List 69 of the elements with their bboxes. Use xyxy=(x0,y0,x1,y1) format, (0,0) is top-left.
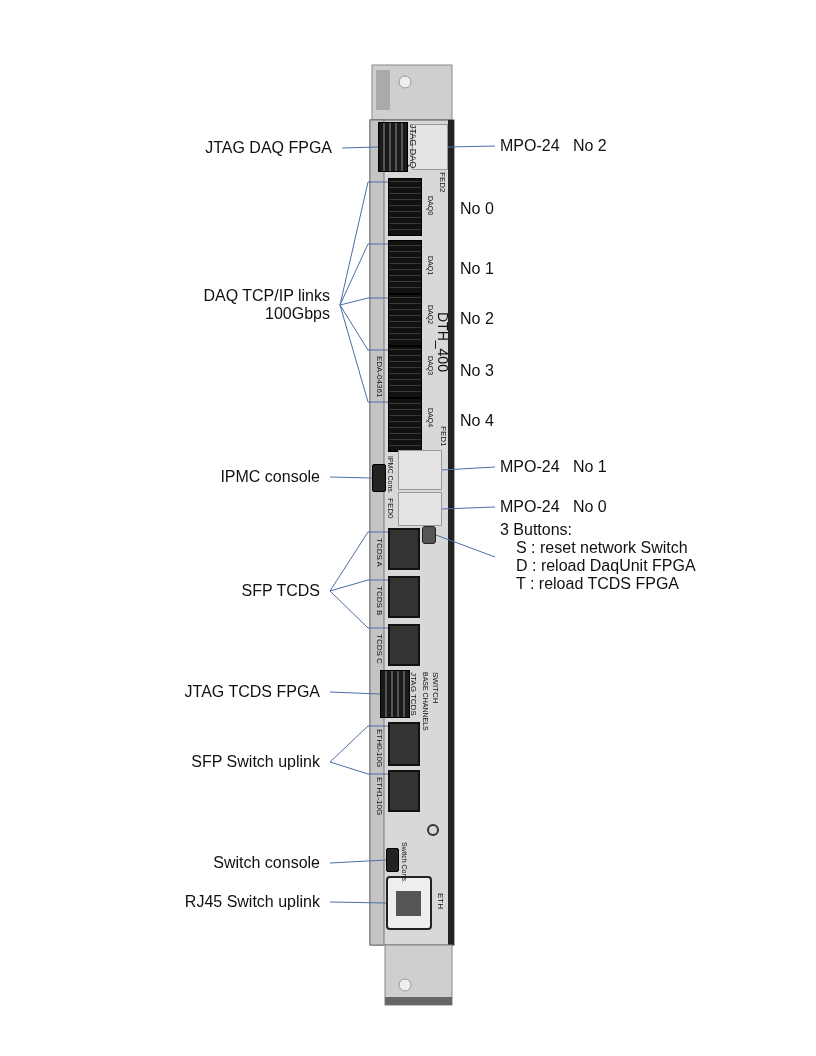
panel-marking: FED0 xyxy=(386,498,395,519)
leader-line xyxy=(329,761,389,775)
leader-line xyxy=(329,859,387,864)
callout-text: S : reset network Switch xyxy=(515,539,689,557)
leader-line xyxy=(447,145,496,148)
panel-marking: TCDS A xyxy=(375,538,384,567)
usb-port xyxy=(372,464,386,492)
leader-line xyxy=(329,476,373,479)
panel-marking: ETH1-10G xyxy=(375,777,384,816)
leader-line xyxy=(329,725,389,763)
sfp-cage xyxy=(388,770,420,812)
callout-text: T : reload TCDS FPGA xyxy=(515,575,680,593)
callout-text: DAQ TCP/IP links 100Gbps xyxy=(185,287,330,323)
leader-line xyxy=(339,297,389,306)
port-number-label: No 4 xyxy=(460,412,494,430)
callout-text: JTAG DAQ FPGA xyxy=(190,139,332,157)
panel-marking: JTAG TCDS xyxy=(409,672,418,716)
qsfp-cage xyxy=(388,294,422,346)
leader-line xyxy=(329,691,381,695)
panel-marking: JTAG DAQ xyxy=(408,124,418,169)
leader-line xyxy=(339,304,389,351)
panel-marking: TCDS C xyxy=(375,634,384,664)
port-number-label: No 3 xyxy=(460,362,494,380)
port-number-label: No 2 xyxy=(460,310,494,328)
leader-line xyxy=(339,304,389,403)
qsfp-cage xyxy=(388,240,422,294)
leader-line xyxy=(435,534,496,558)
callout-text: D : reload DaqUnit FPGA xyxy=(515,557,696,575)
usb-port xyxy=(386,848,399,872)
callout-text: RJ45 Switch uplink xyxy=(170,893,320,911)
sfp-cage xyxy=(388,722,420,766)
port-number-label: No 1 xyxy=(460,260,494,278)
leader-line xyxy=(329,579,389,592)
jtag-connector xyxy=(380,670,410,718)
panel-marking: ETH0-10G xyxy=(375,729,384,768)
callout-text: IPMC console xyxy=(215,468,320,486)
leader-line xyxy=(441,466,496,471)
callout-text: MPO-24 No 2 xyxy=(500,137,607,155)
leader-line xyxy=(341,146,379,149)
qsfp-cage xyxy=(388,398,422,452)
push-buttons xyxy=(422,526,436,544)
panel-marking: DTH_400 xyxy=(435,312,450,372)
panel-marking: FED2 xyxy=(438,172,447,193)
leader-line xyxy=(441,506,496,510)
qsfp-cage xyxy=(388,346,422,398)
panel-marking: FED1 xyxy=(439,426,448,447)
leader-line xyxy=(329,901,387,904)
jtag-connector xyxy=(378,122,408,172)
callout-text: Switch console xyxy=(200,854,320,872)
qsfp-cage xyxy=(388,178,422,236)
callout-text: SFP Switch uplink xyxy=(180,753,320,771)
mpo-connector xyxy=(398,450,442,490)
panel-marking: SWITCH xyxy=(431,672,440,704)
sfp-cage xyxy=(388,528,420,570)
callout-text: SFP TCDS xyxy=(220,582,320,600)
mpo-connector xyxy=(398,492,442,526)
leader-line xyxy=(339,243,389,306)
leader-line xyxy=(329,590,389,629)
sfp-cage xyxy=(388,624,420,666)
leader-line xyxy=(339,181,389,306)
port-number-label: No 0 xyxy=(460,200,494,218)
sfp-cage xyxy=(388,576,420,618)
callout-text: JTAG TCDS FPGA xyxy=(180,683,320,701)
callout-text: MPO-24 No 1 xyxy=(500,458,607,476)
panel-marking: TCDS B xyxy=(375,586,384,616)
panel-marking: EDA-04361 xyxy=(375,356,384,398)
callout-heading: 3 Buttons: xyxy=(500,521,574,539)
leader-line xyxy=(329,531,389,592)
callout-text: MPO-24 No 0 xyxy=(500,498,607,516)
